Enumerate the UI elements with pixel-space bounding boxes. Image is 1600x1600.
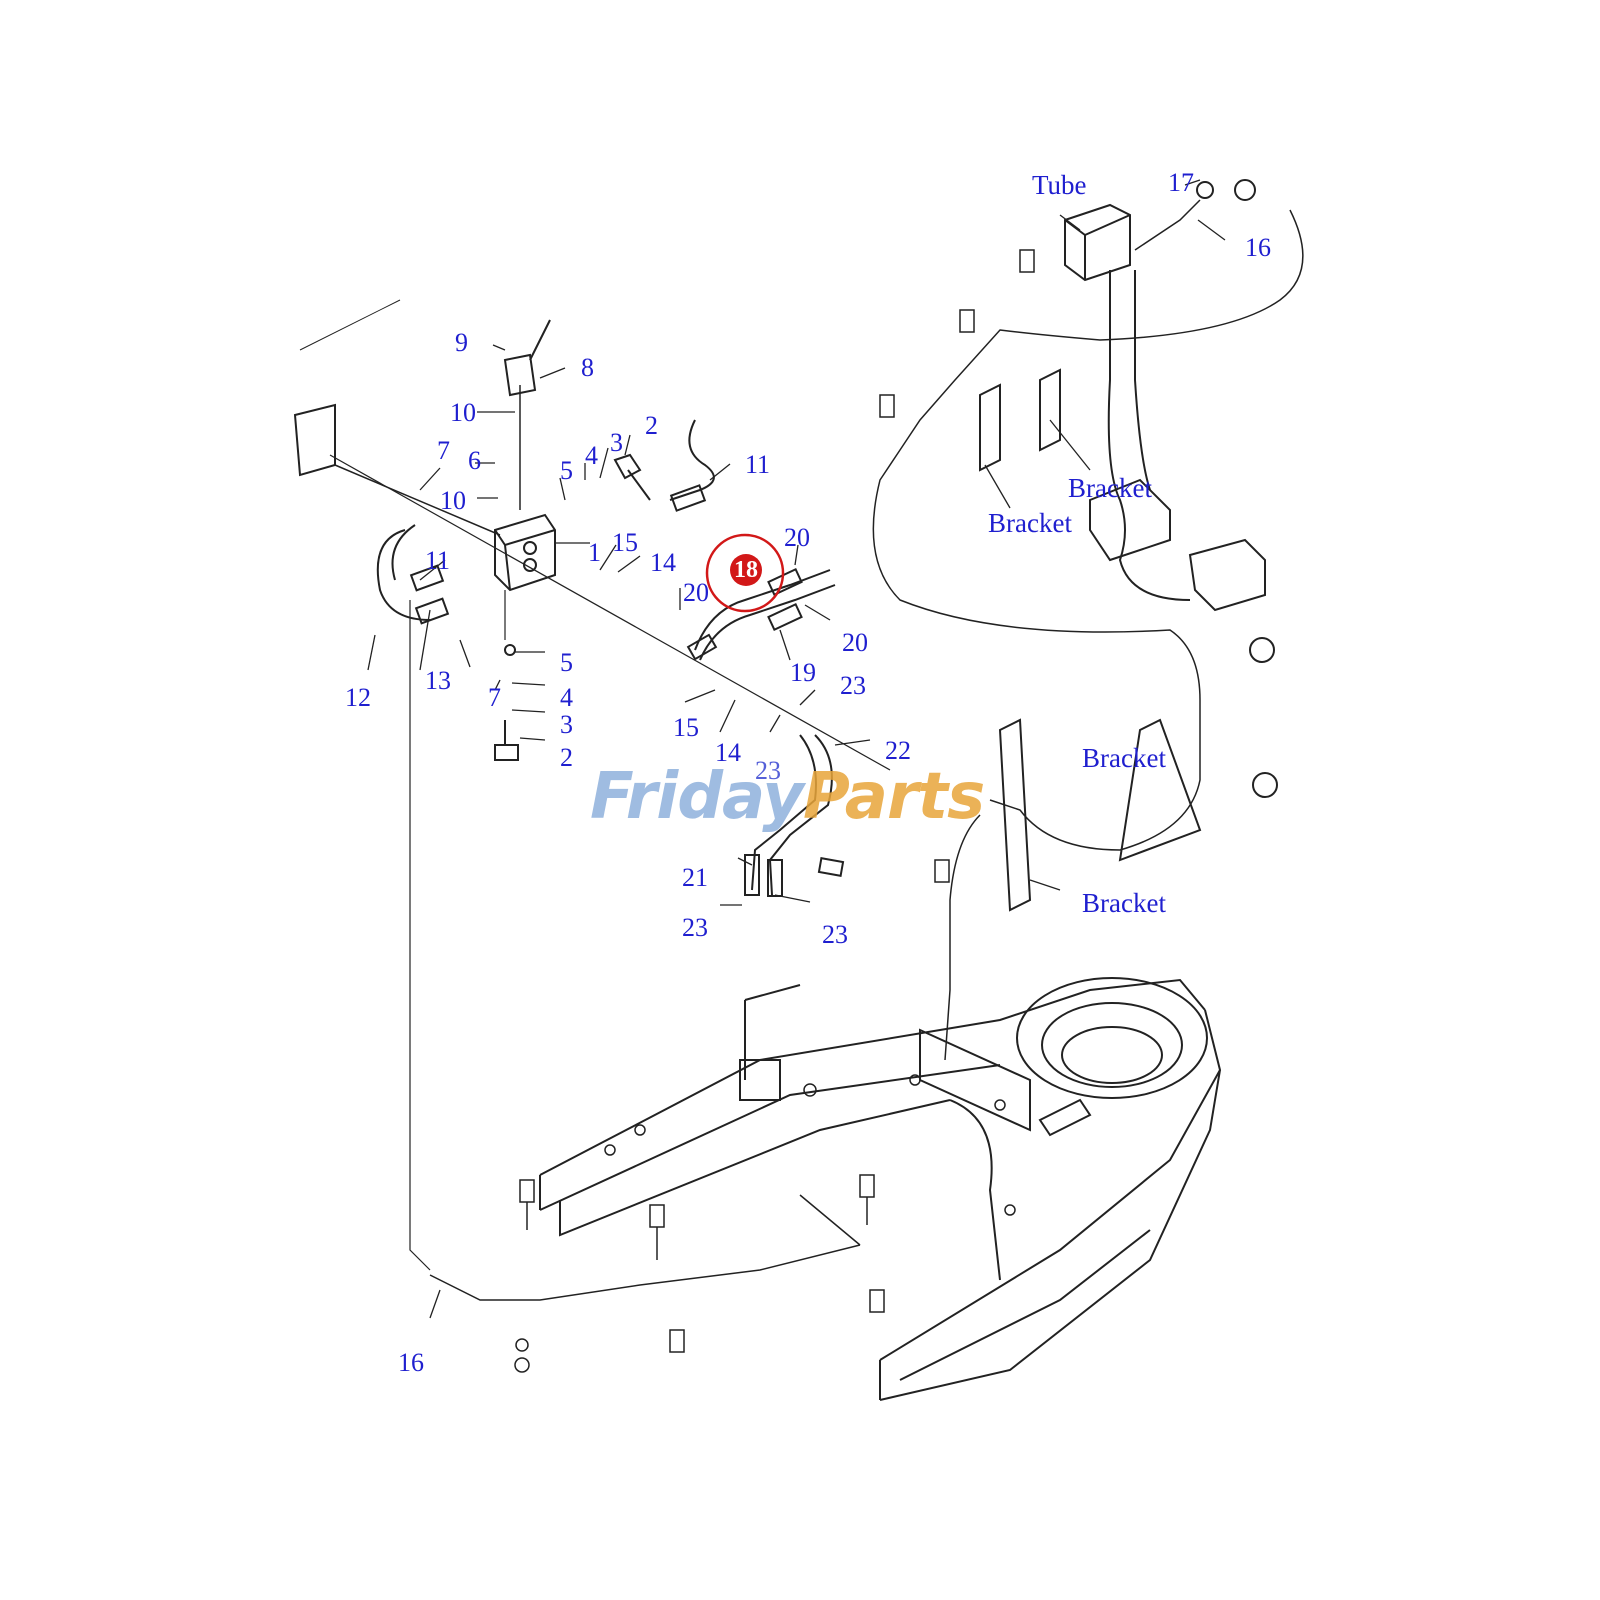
watermark-part-2: Parts xyxy=(802,760,985,834)
callout-19[interactable]: 19 xyxy=(790,658,816,687)
callout-23-bottom-left[interactable]: 23 xyxy=(682,913,708,942)
callout-6[interactable]: 6 xyxy=(468,446,481,475)
leader-lines xyxy=(367,179,1226,1319)
callout-3-upper[interactable]: 3 xyxy=(610,428,623,457)
callout-23-bottom-right[interactable]: 23 xyxy=(822,920,848,949)
callout-7-upper[interactable]: 7 xyxy=(437,436,450,465)
callout-5-upper[interactable]: 5 xyxy=(560,456,573,485)
callout-12[interactable]: 12 xyxy=(345,683,371,712)
callout-23-middle[interactable]: 23 xyxy=(755,756,781,785)
callout-20-left[interactable]: 20 xyxy=(683,578,709,607)
callout-2-lower[interactable]: 2 xyxy=(560,743,573,772)
callout-2-upper[interactable]: 2 xyxy=(645,411,658,440)
callout-8[interactable]: 8 xyxy=(581,353,594,382)
callout-14-lower[interactable]: 14 xyxy=(715,738,741,767)
callout-13[interactable]: 13 xyxy=(425,666,451,695)
callout-10-lower[interactable]: 10 xyxy=(440,486,466,515)
watermark-part-1: Friday xyxy=(590,760,804,834)
callout-1[interactable]: 1 xyxy=(588,538,601,567)
callout-4-upper[interactable]: 4 xyxy=(585,441,598,470)
callout-5-lower[interactable]: 5 xyxy=(560,648,573,677)
callout-23-top[interactable]: 23 xyxy=(840,671,866,700)
callout-14-upper[interactable]: 14 xyxy=(650,548,676,577)
machine-frame xyxy=(539,977,1222,1401)
callout-20-top[interactable]: 20 xyxy=(784,523,810,552)
label-bracket-2[interactable]: Bracket xyxy=(988,508,1072,538)
label-bracket-1[interactable]: Bracket xyxy=(1068,473,1152,503)
callout-18-highlight[interactable]: 18 xyxy=(730,554,762,586)
callout-11-lower[interactable]: 11 xyxy=(425,546,451,575)
hose-assembly xyxy=(686,567,845,897)
tube-assembly xyxy=(1064,179,1266,612)
valve-block xyxy=(293,299,891,1271)
label-bracket-4[interactable]: Bracket xyxy=(1082,888,1166,918)
callout-3-lower[interactable]: 3 xyxy=(560,710,573,739)
brackets xyxy=(979,368,1278,912)
callout-15-lower[interactable]: 15 xyxy=(673,713,699,742)
callout-16-upper[interactable]: 16 xyxy=(1245,233,1271,262)
callout-21[interactable]: 21 xyxy=(682,863,708,892)
callout-4-lower[interactable]: 4 xyxy=(560,683,573,712)
highlight-ring xyxy=(705,533,785,613)
callout-17[interactable]: 17 xyxy=(1168,168,1194,197)
label-bracket-3[interactable]: Bracket xyxy=(1082,743,1166,773)
watermark: FridayParts xyxy=(590,760,985,834)
lube-lines xyxy=(429,199,1304,1301)
label-tube[interactable]: Tube xyxy=(1032,170,1087,200)
callout-15-upper[interactable]: 15 xyxy=(612,528,638,557)
callout-16-lower[interactable]: 16 xyxy=(398,1348,424,1377)
callout-11-upper[interactable]: 11 xyxy=(745,450,771,479)
bolts xyxy=(514,249,1035,1373)
callout-22[interactable]: 22 xyxy=(885,736,911,765)
callout-9[interactable]: 9 xyxy=(455,328,468,357)
callout-20-right[interactable]: 20 xyxy=(842,628,868,657)
callout-10-upper[interactable]: 10 xyxy=(450,398,476,427)
callout-7-lower[interactable]: 7 xyxy=(488,683,501,712)
